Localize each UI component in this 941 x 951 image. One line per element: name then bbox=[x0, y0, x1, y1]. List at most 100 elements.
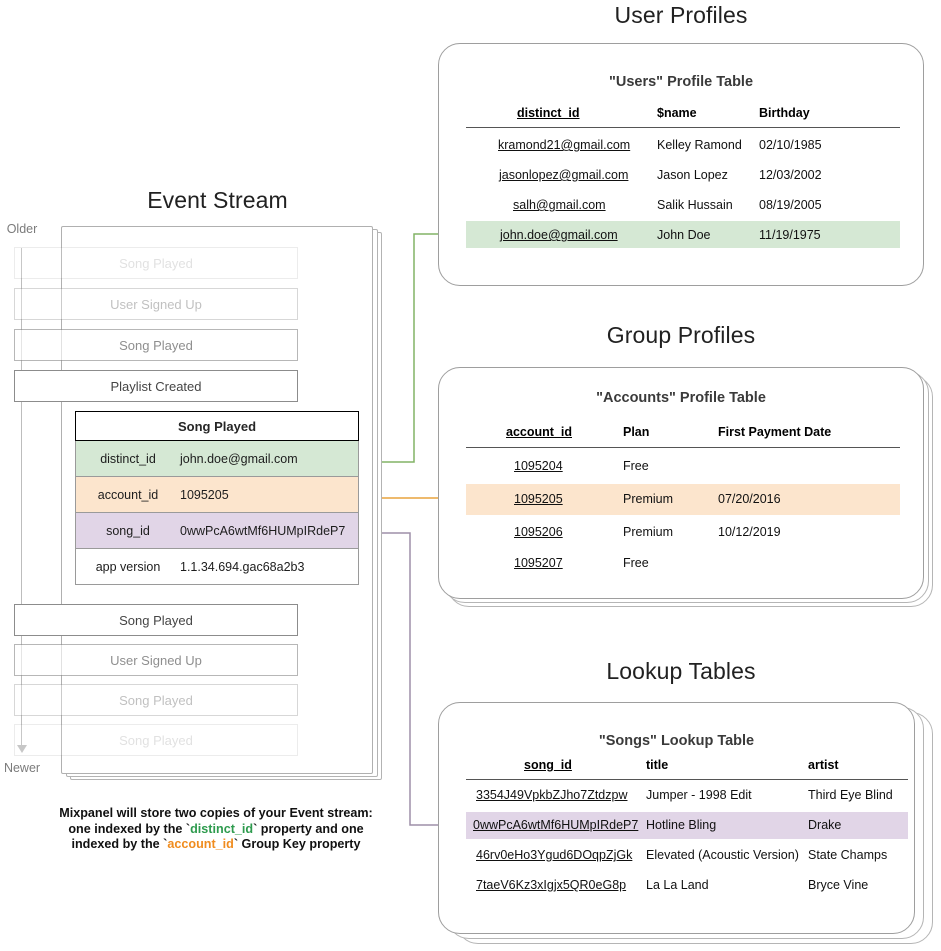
accounts-column-plan: Plan bbox=[623, 425, 650, 439]
users-cell-distinct-id: jasonlopez@gmail.com bbox=[499, 168, 629, 182]
timeline-axis-line bbox=[21, 248, 22, 748]
users-table-title: "Users" Profile Table bbox=[608, 74, 754, 90]
accounts-cell-account-id: 1095207 bbox=[514, 556, 563, 570]
users-cell-birthday: 08/19/2005 bbox=[759, 198, 822, 212]
caption-line3-prefix: indexed by the ` bbox=[71, 837, 168, 851]
songs-cell-title: Hotline Bling bbox=[646, 818, 717, 832]
event-row-label: Song Played bbox=[119, 732, 193, 748]
event-row-label: User Signed Up bbox=[110, 296, 202, 312]
accounts-profile-card bbox=[438, 367, 924, 599]
event-row-user-signed-up-2[interactable]: User Signed Up bbox=[14, 644, 298, 676]
users-cell-name: Jason Lopez bbox=[657, 168, 728, 182]
event-row-label: Song Played bbox=[119, 337, 193, 353]
users-column-distinct-id: distinct_id bbox=[517, 106, 580, 120]
event-property-value: 0wwPcA6wtMf6HUMpIRdeP7 bbox=[180, 523, 346, 538]
songs-cell-song-id: 46rv0eHo3Ygud6DOqpZjGk bbox=[476, 848, 633, 862]
songs-column-artist: artist bbox=[808, 758, 839, 772]
songs-cell-artist: Third Eye Blind bbox=[808, 788, 893, 802]
users-cell-name: Salik Hussain bbox=[657, 198, 733, 212]
event-property-value: john.doe@gmail.com bbox=[180, 451, 298, 466]
songs-row-highlight bbox=[466, 812, 908, 839]
songs-cell-title: Jumper - 1998 Edit bbox=[646, 788, 752, 802]
event-row-user-signed-up-1[interactable]: User Signed Up bbox=[14, 288, 298, 320]
accounts-column-account-id: account_id bbox=[506, 425, 572, 439]
event-property-value: 1095205 bbox=[180, 487, 229, 502]
event-property-distinct-id[interactable]: distinct_id john.doe@gmail.com bbox=[75, 441, 359, 477]
songs-cell-song-id: 3354J49VpkbZJho7Ztdzpw bbox=[476, 788, 628, 802]
caption-line-3: indexed by the `account_id` Group Key pr… bbox=[48, 837, 384, 853]
accounts-cell-plan: Premium bbox=[623, 525, 674, 539]
diagram-caption: Mixpanel will store two copies of your E… bbox=[48, 806, 384, 853]
songs-cell-song-id: 7taeV6Kz3xIgjx5QR0eG8p bbox=[476, 878, 627, 892]
accounts-row-highlight bbox=[466, 484, 900, 515]
users-cell-birthday: 11/19/1975 bbox=[759, 228, 821, 242]
caption-line-2: one indexed by the `distinct_id` propert… bbox=[48, 822, 384, 838]
users-cell-name: John Doe bbox=[657, 228, 711, 242]
accounts-cell-first-payment: 10/12/2019 bbox=[718, 525, 781, 539]
event-property-song-id[interactable]: song_id 0wwPcA6wtMf6HUMpIRdeP7 bbox=[75, 513, 359, 549]
songs-column-song-id: song_id bbox=[524, 758, 572, 772]
event-row-label: Song Played bbox=[119, 692, 193, 708]
user-profiles-title: User Profiles bbox=[614, 2, 748, 28]
event-property-key: app version bbox=[95, 559, 161, 574]
expanded-event-name: Song Played bbox=[75, 411, 359, 441]
accounts-table-title: "Accounts" Profile Table bbox=[596, 390, 766, 406]
timeline-older-label: Older bbox=[6, 222, 38, 236]
accounts-cell-account-id: 1095205 bbox=[514, 492, 563, 506]
accounts-cell-first-payment: 07/20/2016 bbox=[718, 492, 781, 506]
caption-line2-prefix: one indexed by the ` bbox=[68, 821, 191, 836]
timeline-newer-label: Newer bbox=[3, 761, 41, 775]
accounts-header-rule bbox=[466, 447, 900, 449]
event-row-song-played-5[interactable]: Song Played bbox=[14, 724, 298, 756]
users-cell-name: Kelley Ramond bbox=[657, 138, 742, 152]
event-stream-title: Event Stream bbox=[147, 187, 288, 213]
caption-line3-suffix: ` Group Key property bbox=[233, 837, 361, 851]
timeline-arrow-icon bbox=[17, 745, 27, 753]
event-row-label: Song Played bbox=[119, 612, 193, 628]
songs-column-title: title bbox=[646, 758, 669, 772]
accounts-cell-account-id: 1095204 bbox=[514, 459, 563, 473]
songs-cell-song-id: 0wwPcA6wtMf6HUMpIRdeP7 bbox=[473, 818, 639, 832]
songs-cell-artist: State Champs bbox=[808, 848, 888, 862]
event-property-key: distinct_id bbox=[100, 451, 156, 466]
users-column-birthday: Birthday bbox=[759, 106, 810, 120]
songs-cell-artist: Bryce Vine bbox=[808, 878, 869, 892]
users-column-name: $name bbox=[657, 106, 697, 120]
event-row-song-played-1[interactable]: Song Played bbox=[14, 247, 298, 279]
songs-cell-title: La La Land bbox=[646, 878, 709, 892]
expanded-event-name-label: Song Played bbox=[177, 418, 257, 434]
event-row-playlist-created[interactable]: Playlist Created bbox=[14, 370, 298, 402]
caption-account-id-keyword: account_id bbox=[167, 837, 234, 851]
caption-line2-suffix: ` property and one bbox=[253, 821, 364, 836]
event-row-song-played-4[interactable]: Song Played bbox=[14, 684, 298, 716]
event-row-song-played-3[interactable]: Song Played bbox=[14, 604, 298, 636]
caption-distinct-id-keyword: distinct_id bbox=[190, 821, 254, 836]
accounts-cell-plan: Free bbox=[623, 556, 649, 570]
event-property-key: account_id bbox=[97, 487, 159, 502]
users-cell-birthday: 12/03/2002 bbox=[759, 168, 822, 182]
event-row-label: User Signed Up bbox=[110, 652, 202, 668]
users-header-rule bbox=[466, 127, 900, 129]
expanded-event-card[interactable]: Song Played distinct_id john.doe@gmail.c… bbox=[75, 411, 359, 585]
accounts-column-first-payment-date: First Payment Date bbox=[718, 425, 832, 439]
users-cell-distinct-id: kramond21@gmail.com bbox=[498, 138, 631, 152]
event-row-song-played-2[interactable]: Song Played bbox=[14, 329, 298, 361]
event-row-label: Song Played bbox=[119, 255, 193, 271]
group-profiles-title: Group Profiles bbox=[606, 322, 756, 348]
event-property-key: song_id bbox=[106, 523, 150, 538]
accounts-cell-account-id: 1095206 bbox=[514, 525, 563, 539]
event-property-app-version[interactable]: app version 1.1.34.694.gac68a2b3 bbox=[75, 549, 359, 585]
event-property-value: 1.1.34.694.gac68a2b3 bbox=[180, 559, 305, 574]
songs-table-title: "Songs" Lookup Table bbox=[598, 733, 755, 749]
accounts-cell-plan: Free bbox=[623, 459, 649, 473]
users-cell-distinct-id: john.doe@gmail.com bbox=[500, 228, 618, 242]
event-row-label: Playlist Created bbox=[110, 378, 202, 394]
users-cell-distinct-id: salh@gmail.com bbox=[513, 198, 606, 212]
lookup-tables-title: Lookup Tables bbox=[606, 658, 756, 684]
songs-cell-title: Elevated (Acoustic Version) bbox=[646, 848, 799, 862]
users-cell-birthday: 02/10/1985 bbox=[759, 138, 822, 152]
event-property-account-id[interactable]: account_id 1095205 bbox=[75, 477, 359, 513]
songs-header-rule bbox=[466, 779, 908, 781]
songs-cell-artist: Drake bbox=[808, 818, 842, 832]
accounts-cell-plan: Premium bbox=[623, 492, 674, 506]
